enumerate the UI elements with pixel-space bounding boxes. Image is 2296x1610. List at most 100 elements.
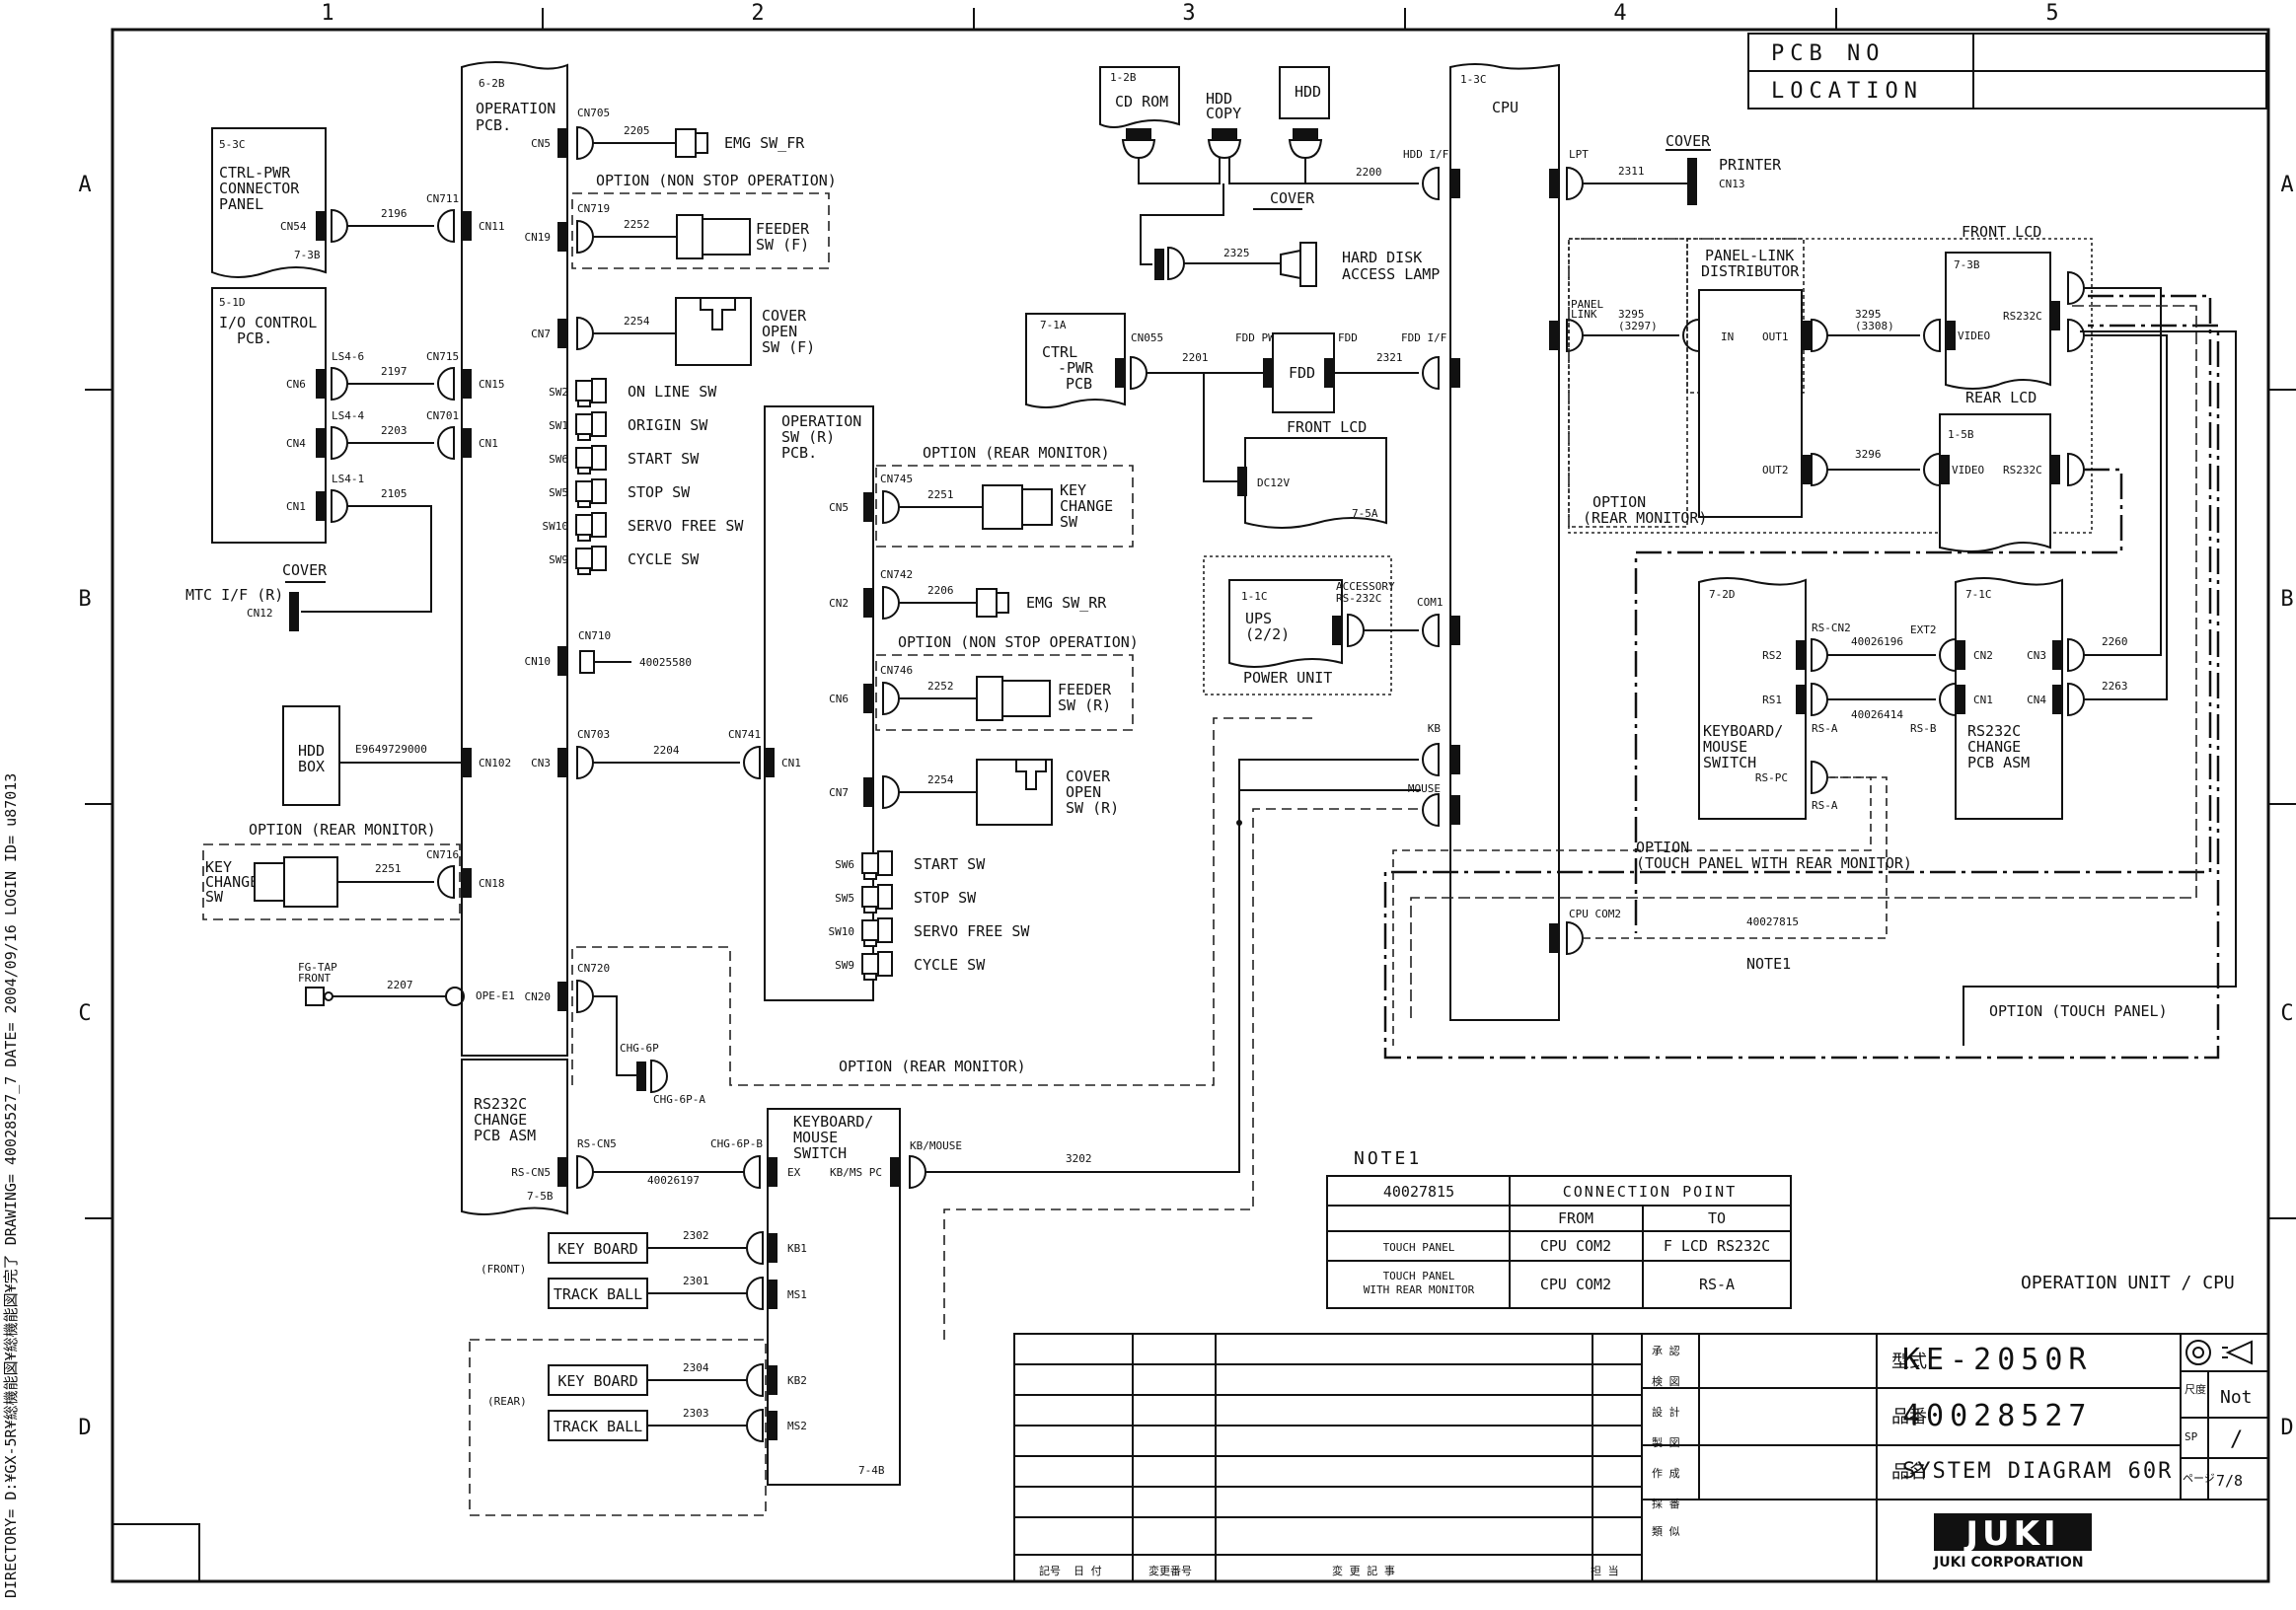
note-ref: NOTE1 bbox=[1746, 955, 1791, 973]
switch-pin bbox=[863, 872, 877, 880]
row-letter: A bbox=[78, 173, 91, 197]
option-title: (TOUCH PANEL WITH REAR MONITOR) bbox=[1636, 854, 1912, 872]
note-title: NOTE1 bbox=[1354, 1148, 1422, 1169]
sw-label: CHANGE bbox=[205, 873, 259, 891]
conn-label: EXT2 bbox=[1910, 623, 1937, 636]
cable-no: 2254 bbox=[927, 773, 954, 786]
conn-label: CN1 bbox=[781, 757, 801, 769]
location-label: LOCATION bbox=[1771, 79, 1923, 104]
switch-label: STOP SW bbox=[914, 889, 977, 907]
conn-label: CN711 bbox=[426, 192, 459, 205]
pcb-id: 7-3B bbox=[1954, 258, 1980, 271]
conn-label: CN7 bbox=[531, 328, 551, 340]
rs232c-change-left: RS232C CHANGE PCB ASM RS-CN5 7-5B RS-CN5… bbox=[461, 1059, 763, 1215]
pcb-title: CHANGE bbox=[474, 1111, 527, 1129]
conn-label: IN bbox=[1721, 330, 1734, 343]
conn-label: CN13 bbox=[1719, 178, 1745, 190]
cover-label: COVER bbox=[282, 561, 328, 579]
switch-label: CYCLE SW bbox=[914, 956, 986, 974]
pcb-title: PCB. bbox=[781, 444, 817, 462]
conn-label: CN7 bbox=[829, 786, 849, 799]
storage-devices: 1-2B CD ROM HDD COPY HDD COVER 2200 HDD … bbox=[1099, 66, 1448, 287]
conn-label: FDD bbox=[1338, 331, 1358, 344]
cover-label: OPEN bbox=[762, 323, 797, 340]
sp-label: SP bbox=[2185, 1430, 2198, 1443]
pcb-title: PCB ASM bbox=[1967, 754, 2030, 771]
device-label: HDD bbox=[1206, 90, 1232, 108]
option-title: OPTION bbox=[1636, 839, 1689, 856]
switch-cap bbox=[877, 917, 893, 943]
cable-no: 2252 bbox=[624, 218, 650, 231]
device-label: CD ROM bbox=[1115, 93, 1168, 110]
scale-value: Not bbox=[2220, 1387, 2253, 1408]
feeder-label: FEEDER bbox=[756, 220, 810, 238]
switch-pin bbox=[577, 534, 591, 542]
conn-label: CN705 bbox=[577, 107, 610, 119]
option-title: OPTION (REAR MONITOR) bbox=[923, 444, 1110, 462]
pcb-id: 1-5B bbox=[1948, 428, 1974, 441]
pcb-loc: 7-5B bbox=[527, 1190, 554, 1203]
option-title: OPTION (NON STOP OPERATION) bbox=[596, 172, 837, 189]
rear-lcd: REAR LCD 1-5B VIDEO RS232C bbox=[1939, 389, 2085, 552]
model-label: 型式 bbox=[1891, 1352, 1927, 1372]
box-title: BOX bbox=[298, 758, 325, 775]
fg-label: FRONT bbox=[298, 972, 331, 985]
switch-label: START SW bbox=[628, 450, 700, 468]
cable-no: 2251 bbox=[375, 862, 402, 875]
conn-label: ACCESSORY bbox=[1336, 580, 1395, 593]
note-row-label: TOUCH PANEL bbox=[1383, 1241, 1455, 1254]
switch-label: ORIGIN SW bbox=[628, 416, 708, 434]
cable-no: 2203 bbox=[381, 424, 407, 437]
switch-id: SW9 bbox=[549, 553, 568, 566]
pcb-title: (2/2) bbox=[1245, 625, 1290, 643]
switch-cap bbox=[591, 478, 607, 504]
fg-label: FG-TAP bbox=[298, 961, 337, 974]
box-title: HDD bbox=[298, 742, 325, 760]
cover-label: COVER bbox=[762, 307, 807, 325]
conn-label: CN055 bbox=[1131, 331, 1163, 344]
pcb-id: 5-3C bbox=[219, 138, 246, 151]
device-label: FDD bbox=[1289, 364, 1315, 382]
pcb-title: CHANGE bbox=[1967, 738, 2021, 756]
conn-label: HDD I/F bbox=[1403, 148, 1448, 161]
fg-tap: FG-TAP FRONT 2207 bbox=[298, 961, 465, 1006]
projection-symbol-icon bbox=[2185, 1340, 2253, 1365]
pcb-title: OPERATION bbox=[781, 412, 861, 430]
conn-label: OPE-E1 bbox=[476, 989, 515, 1002]
col-number: 3 bbox=[1182, 1, 1195, 26]
conn-label: DC12V bbox=[1257, 476, 1290, 489]
row-letter: B bbox=[78, 587, 91, 612]
cable-no: 2206 bbox=[927, 584, 954, 597]
conn-label: RS-232C bbox=[1336, 592, 1381, 605]
device-label: HDD bbox=[1295, 83, 1321, 101]
conn-label: RS-CN5 bbox=[511, 1166, 551, 1179]
pcb-loc: 7-4B bbox=[858, 1464, 885, 1477]
title-block: 記号 日 付 変更番号 変 更 記 事 担 当 承 認 検 図 設 計 製 図 … bbox=[1013, 1333, 2269, 1582]
conn-label: CHG-6P-B bbox=[710, 1137, 763, 1150]
conn-label: FDD I/F bbox=[1401, 331, 1446, 344]
sw-label: SW bbox=[205, 888, 224, 906]
note-row-from: CPU COM2 bbox=[1540, 1237, 1611, 1255]
pcb-title: CONNECTOR bbox=[219, 180, 300, 197]
conn-label: CN4 bbox=[2027, 694, 2046, 706]
pcb-loc: 7-3B bbox=[294, 249, 321, 261]
conn-label: VIDEO bbox=[1958, 329, 1990, 342]
switch-body bbox=[575, 514, 593, 536]
col-number: 5 bbox=[2045, 1, 2058, 26]
keyboard-mouse-switch-front: KEYBOARD/ MOUSE SWITCH EX KB/MS PC KB/MO… bbox=[469, 789, 1421, 1516]
pcb-title: CPU bbox=[1492, 99, 1518, 116]
note-row-to: F LCD RS232C bbox=[1664, 1237, 1770, 1255]
conn-label: RS-A bbox=[1812, 799, 1838, 812]
cable-no: 3202 bbox=[1066, 1152, 1092, 1165]
cable-no: 2325 bbox=[1223, 247, 1250, 259]
switch-body bbox=[861, 886, 879, 908]
switch-body bbox=[575, 548, 593, 569]
conn-label: CN11 bbox=[479, 220, 505, 233]
juki-corp-text: JUKI CORPORATION bbox=[1933, 1555, 2084, 1571]
operation-sw-r-pcb: OPERATION SW (R) PCB. CN1 CN5 CN2 CN6 CN… bbox=[764, 405, 1139, 1001]
switch-body bbox=[575, 480, 593, 502]
